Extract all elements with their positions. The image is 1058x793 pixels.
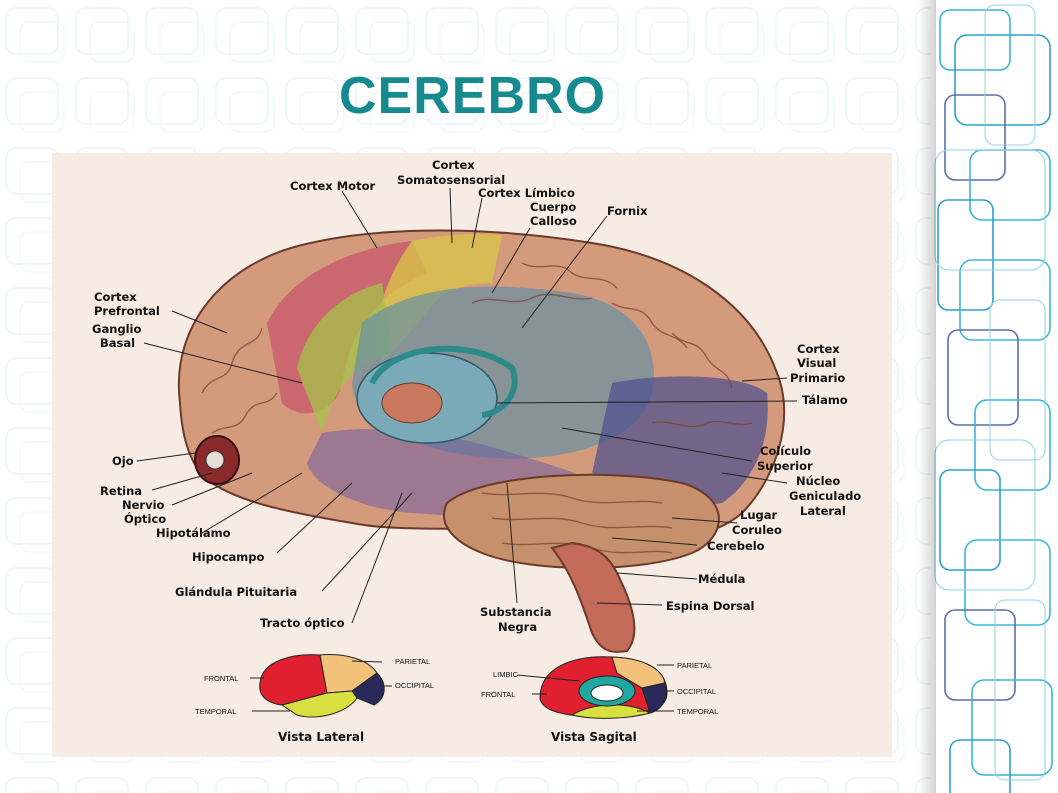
label-talamo: Tálamo (802, 393, 848, 407)
label-cortex-somato-1: Cortex (432, 158, 475, 172)
label-glandula-pituitaria: Glándula Pituitaria (175, 585, 297, 599)
label-lugar-2: Coruleo (732, 523, 782, 537)
label-cortex-prefrontal-2: Prefrontal (94, 304, 160, 318)
lateral-label-frontal: FRONTAL (204, 674, 238, 683)
label-substancia-1: Substancia (480, 605, 552, 619)
label-espina-dorsal: Espina Dorsal (666, 599, 755, 613)
sagittal-inner (590, 684, 624, 702)
leader-lines (136, 187, 798, 624)
label-lugar-1: Lugar (740, 508, 778, 522)
label-nucleo-2: Geniculado (789, 489, 861, 503)
label-cortex-somato-2: Somatosensorial (397, 173, 505, 187)
label-fornix: Fornix (607, 204, 648, 218)
slide-edge-shadow (918, 0, 936, 793)
label-ojo: Ojo (112, 454, 134, 468)
sagittal-temporal (570, 704, 652, 719)
label-tracto-optico: Tracto óptico (260, 616, 345, 630)
lateral-label-occipital: OCCIPITAL (395, 681, 434, 690)
corpus-callosum-arc (369, 345, 518, 418)
lateral-view: FRONTAL PARIETAL OCCIPITAL TEMPORAL Vist… (195, 654, 434, 744)
sagittal-label-frontal: FRONTAL (481, 690, 515, 699)
label-cortex-prefrontal-1: Cortex (94, 290, 137, 304)
eye-pupil (205, 450, 225, 470)
label-coliculo-1: Colículo (760, 444, 811, 458)
basal-ganglia (381, 382, 443, 424)
sagittal-label-occipital: OCCIPITAL (677, 687, 716, 696)
label-cortex-visual-1: Cortex (797, 342, 840, 356)
sagittal-label-limbic: LIMBIC (493, 670, 519, 679)
label-cerebelo: Cerebelo (707, 539, 765, 553)
label-hipocampo: Hipocampo (192, 550, 264, 564)
label-cortex-motor: Cortex Motor (290, 179, 375, 193)
label-coliculo-2: Superior (757, 459, 813, 473)
label-nucleo-3: Lateral (800, 504, 846, 518)
brain-diagram: Cortex Motor Cortex Somatosensorial Cort… (52, 153, 892, 757)
label-substancia-2: Negra (498, 620, 537, 634)
label-cortex-limbico: Cortex Límbico (478, 186, 575, 200)
sagittal-view: LIMBIC FRONTAL PARIETAL OCCIPITAL TEMPOR… (481, 656, 718, 744)
lateral-temporal-lobe (280, 690, 358, 718)
label-cortex-visual-2: Visual (797, 356, 836, 370)
label-nucleo-1: Núcleo (796, 474, 840, 488)
label-cortex-visual-3: Primario (790, 371, 845, 385)
lateral-occipital-lobe (351, 672, 385, 706)
label-retina: Retina (100, 484, 142, 498)
gyri-texture (201, 262, 753, 554)
sagittal-view-caption: Vista Sagital (551, 730, 637, 744)
lateral-view-caption: Vista Lateral (278, 730, 364, 744)
label-nervio-optico-1: Nervio (122, 498, 165, 512)
label-medula: Médula (698, 572, 745, 586)
label-nervio-optico-2: Óptico (124, 511, 166, 526)
brainstem-shape (550, 541, 636, 653)
label-hipotalamo: Hipotálamo (156, 526, 231, 540)
sagittal-label-parietal: PARIETAL (677, 661, 712, 670)
label-cuerpo-calloso-2: Calloso (530, 214, 577, 228)
label-cuerpo-calloso-1: Cuerpo (530, 200, 576, 214)
label-ganglio-basal-1: Ganglio (92, 322, 142, 336)
slide-title: CEREBRO (338, 67, 607, 125)
lateral-label-parietal: PARIETAL (395, 657, 430, 666)
label-ganglio-basal-2: Basal (100, 336, 135, 350)
lateral-label-temporal: TEMPORAL (195, 707, 236, 716)
brain-illustration: Cortex Motor Cortex Somatosensorial Cort… (92, 158, 861, 744)
sagittal-label-temporal: TEMPORAL (677, 707, 718, 716)
